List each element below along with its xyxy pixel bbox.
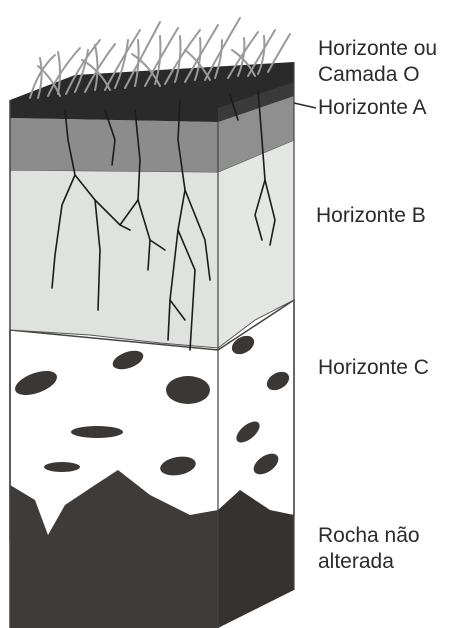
label-horizon-c: Horizonte C — [318, 355, 429, 381]
rock — [166, 376, 210, 404]
label-horizon-o-line1: Horizonte ou — [318, 36, 437, 62]
label-horizon-o: Horizonte ou Camada O — [318, 36, 437, 88]
label-horizon-a: Horizonte A — [318, 95, 427, 121]
label-horizon-a-text: Horizonte A — [318, 95, 427, 121]
rock — [71, 426, 123, 438]
label-bedrock-line2: alterada — [318, 549, 420, 575]
label-bedrock: Rocha não alterada — [318, 523, 420, 575]
label-horizon-b: Horizonte B — [316, 203, 426, 229]
label-bedrock-line1: Rocha não — [318, 523, 420, 549]
label-horizon-o-line2: Camada O — [318, 62, 437, 88]
label-horizon-c-text: Horizonte C — [318, 355, 429, 381]
rock — [44, 462, 80, 472]
label-horizon-b-text: Horizonte B — [316, 203, 426, 229]
horizon-b-layer — [10, 170, 218, 348]
horizon-a-pointer — [294, 103, 316, 108]
